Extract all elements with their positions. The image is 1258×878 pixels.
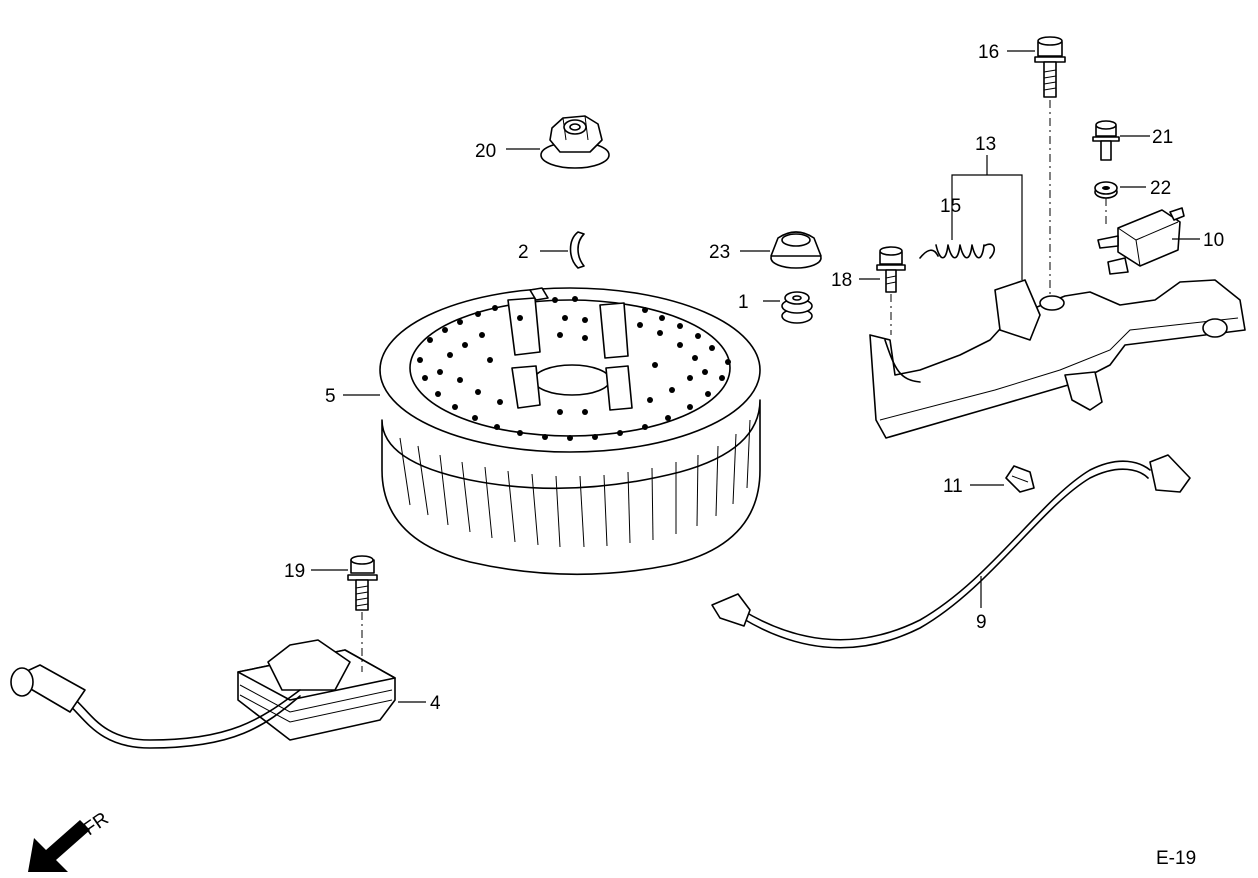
callout-labels: 16 20 13 21 22 15 10 2 23 18 1 5 11 19 9… — [284, 42, 1224, 714]
flange-nut-20 — [540, 115, 610, 169]
callout-15: 15 — [940, 196, 961, 217]
callout-22: 22 — [1150, 178, 1171, 199]
flywheel — [379, 287, 761, 576]
callout-1: 1 — [738, 292, 749, 313]
callout-5: 5 — [325, 386, 336, 407]
clip-11 — [1005, 465, 1035, 493]
ignition-coil — [10, 639, 396, 749]
switch-10 — [1097, 207, 1185, 275]
spring-15 — [919, 243, 996, 259]
governor-bracket — [869, 279, 1246, 439]
callout-23: 23 — [709, 242, 730, 263]
front-direction-arrow: FR — [28, 808, 113, 872]
cap-23 — [770, 231, 822, 269]
bolt-21 — [1092, 120, 1120, 161]
front-direction-label: FR — [80, 808, 113, 840]
washer-22 — [1094, 181, 1118, 228]
callout-2: 2 — [518, 242, 529, 263]
callout-20: 20 — [475, 141, 496, 162]
bolt-16 — [1034, 36, 1066, 295]
bolt-18 — [876, 246, 906, 335]
callout-16: 16 — [978, 42, 999, 63]
callout-18: 18 — [831, 270, 852, 291]
grommet-1 — [781, 291, 813, 324]
page-code: E-19 — [1156, 848, 1196, 869]
wire-harness-9 — [711, 454, 1191, 649]
leader-lines — [311, 50, 1200, 703]
callout-9: 9 — [976, 612, 987, 633]
bolt-19 — [347, 555, 378, 672]
callout-11: 11 — [943, 476, 963, 497]
callout-10: 10 — [1203, 230, 1224, 251]
callout-19: 19 — [284, 561, 305, 582]
callout-21: 21 — [1152, 127, 1173, 148]
callout-4: 4 — [430, 693, 441, 714]
callout-13: 13 — [975, 134, 996, 155]
key-2 — [569, 231, 585, 269]
